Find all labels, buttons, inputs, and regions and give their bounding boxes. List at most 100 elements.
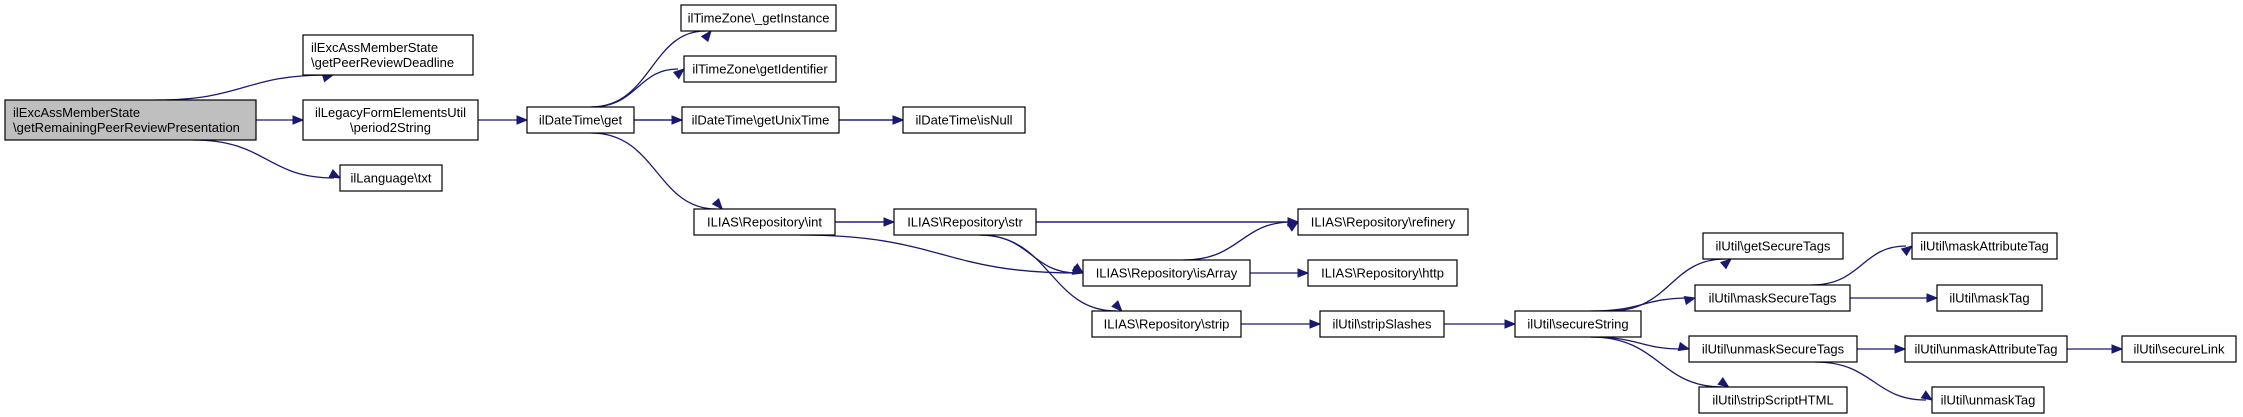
node-label: \getRemainingPeerReviewPresentation	[13, 120, 240, 135]
function-node[interactable]: ilUtil\unmaskTag	[1931, 386, 2045, 414]
node-label: \period2String	[350, 120, 431, 135]
node-label: ilExcAssMemberState	[311, 40, 438, 55]
function-node[interactable]: ilUtil\maskTag	[1936, 284, 2043, 312]
node-box	[1698, 386, 1848, 414]
function-node[interactable]: ILIAS\Repository\http	[1307, 259, 1458, 287]
node-box	[4, 99, 257, 141]
node-box	[1514, 310, 1642, 338]
call-edge	[979, 234, 1116, 312]
call-edge	[193, 139, 335, 179]
node-label: ilUtil\stripSlashes	[1333, 317, 1432, 332]
arrowhead-icon	[1920, 390, 1934, 401]
node-box	[1091, 310, 1242, 338]
arrowhead-icon	[292, 115, 305, 125]
call-edge	[799, 234, 1078, 274]
function-node[interactable]: ilUtil\maskAttributeTag	[1911, 232, 2058, 260]
node-box	[2121, 335, 2237, 363]
arrowhead-icon	[1717, 377, 1730, 388]
node-label: ilTimeZone\getIdentifier	[692, 62, 828, 77]
function-node[interactable]: ilUtil\secureLink	[2121, 335, 2237, 363]
call-edge	[1814, 361, 1927, 401]
arrowhead-icon	[672, 68, 686, 80]
call-edge	[591, 68, 679, 108]
node-box	[680, 4, 837, 32]
arrowhead-icon	[1900, 245, 1914, 257]
function-node[interactable]: ilDateTime\isNull	[902, 106, 1026, 134]
arrowhead-icon	[1111, 300, 1123, 312]
node-box	[1936, 284, 2043, 312]
function-node[interactable]: ilLegacyFormElementsUtil\period2String	[302, 99, 479, 141]
function-node[interactable]: ilExcAssMemberState\getPeerReviewDeadlin…	[302, 34, 474, 76]
node-box	[1319, 310, 1445, 338]
function-node[interactable]: ilUtil\secureString	[1514, 310, 1642, 338]
arrowhead-icon	[700, 29, 712, 43]
arrowhead-icon	[892, 115, 905, 125]
arrowhead-icon	[1504, 319, 1517, 329]
node-label: ilExcAssMemberState	[13, 105, 140, 120]
node-box	[893, 208, 1037, 236]
function-node[interactable]: ilUtil\stripScriptHTML	[1698, 386, 1848, 414]
arrowhead-icon	[1297, 268, 1310, 278]
arrowhead-icon	[1677, 341, 1691, 352]
node-box	[1911, 232, 2058, 260]
function-node[interactable]: ILIAS\Repository\strip	[1091, 310, 1242, 338]
function-node[interactable]: ilUtil\unmaskSecureTags	[1688, 335, 1858, 363]
node-label: ilUtil\unmaskSecureTags	[1702, 342, 1845, 357]
node-box	[1702, 232, 1844, 260]
node-box	[683, 55, 837, 83]
arrowhead-icon	[328, 168, 342, 179]
function-node[interactable]: ilUtil\maskSecureTags	[1694, 284, 1851, 312]
node-label: ilTimeZone\_getInstance	[688, 11, 830, 26]
node-label: ilLegacyFormElementsUtil	[315, 105, 466, 120]
call-edge	[1590, 336, 1723, 388]
node-box	[302, 99, 479, 141]
function-node[interactable]: ilUtil\getSecureTags	[1702, 232, 1844, 260]
function-node[interactable]: ILIAS\Repository\str	[893, 208, 1037, 236]
node-label: ilUtil\secureLink	[2133, 342, 2225, 357]
node-label: ilUtil\maskSecureTags	[1709, 291, 1837, 306]
node-box	[1082, 259, 1251, 287]
function-node[interactable]: ilLanguage\txt	[339, 164, 443, 192]
call-edge	[1609, 258, 1726, 312]
call-edge	[1183, 221, 1293, 261]
node-label: ILIAS\Repository\strip	[1104, 317, 1230, 332]
function-node[interactable]: ILIAS\Repository\refinery	[1297, 208, 1469, 236]
nodes-layer: ilExcAssMemberState\getRemainingPeerRevi…	[4, 4, 2237, 414]
root-node[interactable]: ilExcAssMemberState\getRemainingPeerRevi…	[4, 99, 257, 141]
node-box	[1688, 335, 1858, 363]
node-label: \getPeerReviewDeadline	[311, 55, 454, 70]
arrowhead-icon	[1071, 262, 1085, 274]
call-edge	[979, 234, 1078, 274]
call-edge	[1811, 245, 1907, 286]
function-node[interactable]: ilDateTime\getUnixTime	[681, 106, 840, 134]
node-box	[1904, 335, 2068, 363]
node-box	[1694, 284, 1851, 312]
node-label: ILIAS\Repository\int	[707, 215, 822, 230]
node-box	[1307, 259, 1458, 287]
function-node[interactable]: ilDateTime\get	[526, 106, 635, 134]
function-node[interactable]: ILIAS\Repository\isArray	[1082, 259, 1251, 287]
node-label: ILIAS\Repository\http	[1321, 266, 1444, 281]
node-label: ilDateTime\get	[539, 113, 623, 128]
function-node[interactable]: ILIAS\Repository\int	[693, 208, 836, 236]
node-label: ILIAS\Repository\refinery	[1311, 215, 1456, 230]
node-label: ilDateTime\isNull	[915, 113, 1012, 128]
call-edge	[1590, 297, 1690, 312]
node-label: ILIAS\Repository\str	[907, 215, 1023, 230]
node-box	[1297, 208, 1469, 236]
node-box	[693, 208, 836, 236]
node-label: ilUtil\secureString	[1527, 317, 1628, 332]
function-node[interactable]: ilTimeZone\_getInstance	[680, 4, 837, 32]
function-node[interactable]: ilTimeZone\getIdentifier	[683, 55, 837, 83]
node-box	[1931, 386, 2045, 414]
node-box	[681, 106, 840, 134]
function-node[interactable]: ilUtil\stripSlashes	[1319, 310, 1445, 338]
arrowhead-icon	[1286, 221, 1300, 232]
node-label: ilUtil\stripScriptHTML	[1712, 393, 1833, 408]
node-label: ilUtil\unmaskAttributeTag	[1914, 342, 2057, 357]
node-label: ilUtil\maskTag	[1949, 291, 2029, 306]
node-box	[302, 34, 474, 76]
function-node[interactable]: ilUtil\unmaskAttributeTag	[1904, 335, 2068, 363]
call-edge	[591, 132, 717, 210]
